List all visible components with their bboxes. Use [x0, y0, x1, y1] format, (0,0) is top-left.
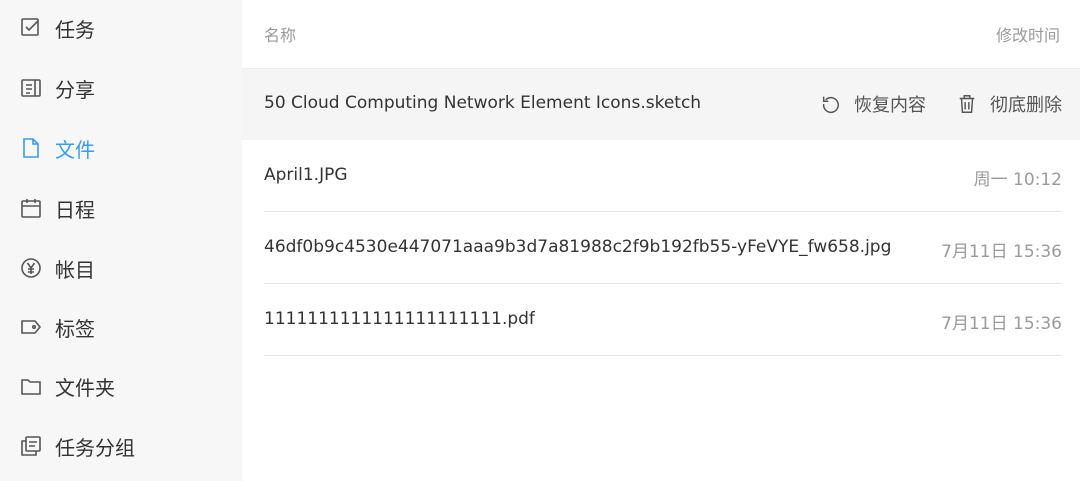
table-header: 名称 修改时间 [242, 0, 1080, 69]
restore-label: 恢复内容 [854, 95, 926, 116]
sidebar-item-label: 任务 [55, 17, 95, 42]
sidebar: 任务 分享 文件 日程 帐目 标签 文件夹 [0, 0, 240, 481]
sidebar-item-label: 帐目 [55, 257, 95, 282]
file-name: 1111111111111111111111.pdf [264, 309, 535, 329]
sidebar-item-tags[interactable]: 标签 [19, 307, 95, 347]
table-row[interactable]: 50 Cloud Computing Network Element Icons… [242, 69, 1080, 140]
yen-icon [19, 256, 43, 280]
file-name: 46df0b9c4530e447071aaa9b3d7a81988c2f9b19… [264, 237, 892, 257]
sidebar-item-label: 文件夹 [55, 375, 115, 400]
sidebar-item-label: 日程 [55, 197, 95, 222]
delete-permanently-button[interactable]: 彻底删除 [956, 91, 1062, 117]
file-name: April1.JPG [264, 165, 348, 185]
trash-icon [956, 93, 978, 115]
modified-time: 7月11日 15:36 [941, 314, 1062, 334]
sidebar-item-folders[interactable]: 文件夹 [19, 366, 115, 406]
sidebar-item-accounts[interactable]: 帐目 [19, 248, 95, 288]
row-actions: 恢复内容 彻底删除 [820, 91, 1062, 117]
share-doc-icon [19, 76, 43, 100]
file-name: 50 Cloud Computing Network Element Icons… [264, 93, 702, 113]
column-header-modified-time[interactable]: 修改时间 [995, 26, 1060, 45]
table-row[interactable]: April1.JPG 周一 10:12 [242, 141, 1080, 212]
sidebar-item-tasks[interactable]: 任务 [19, 8, 95, 48]
sidebar-item-label: 文件 [55, 137, 95, 162]
modified-time: 7月11日 15:36 [941, 242, 1062, 262]
sidebar-item-label: 任务分组 [55, 435, 135, 460]
sidebar-item-share[interactable]: 分享 [19, 68, 95, 108]
folder-icon [19, 374, 43, 398]
restore-button[interactable]: 恢复内容 [820, 91, 926, 117]
modified-time: 周一 10:12 [973, 170, 1062, 190]
sidebar-item-task-groups[interactable]: 任务分组 [19, 426, 135, 466]
tag-icon [19, 315, 43, 339]
file-list-panel: 名称 修改时间 50 Cloud Computing Network Eleme… [242, 0, 1080, 481]
sidebar-item-schedule[interactable]: 日程 [19, 188, 95, 228]
table-row[interactable]: 1111111111111111111111.pdf 7月11日 15:36 [242, 285, 1080, 356]
calendar-icon [19, 196, 43, 220]
sidebar-item-label: 分享 [55, 77, 95, 102]
task-group-icon [19, 434, 43, 458]
restore-icon [820, 93, 842, 115]
table-row[interactable]: 46df0b9c4530e447071aaa9b3d7a81988c2f9b19… [242, 213, 1080, 284]
file-icon [19, 136, 43, 160]
checkbox-icon [19, 16, 43, 40]
sidebar-item-label: 标签 [55, 316, 95, 341]
delete-label: 彻底删除 [990, 95, 1062, 116]
column-header-name[interactable]: 名称 [264, 26, 297, 45]
sidebar-item-files[interactable]: 文件 [19, 128, 95, 168]
